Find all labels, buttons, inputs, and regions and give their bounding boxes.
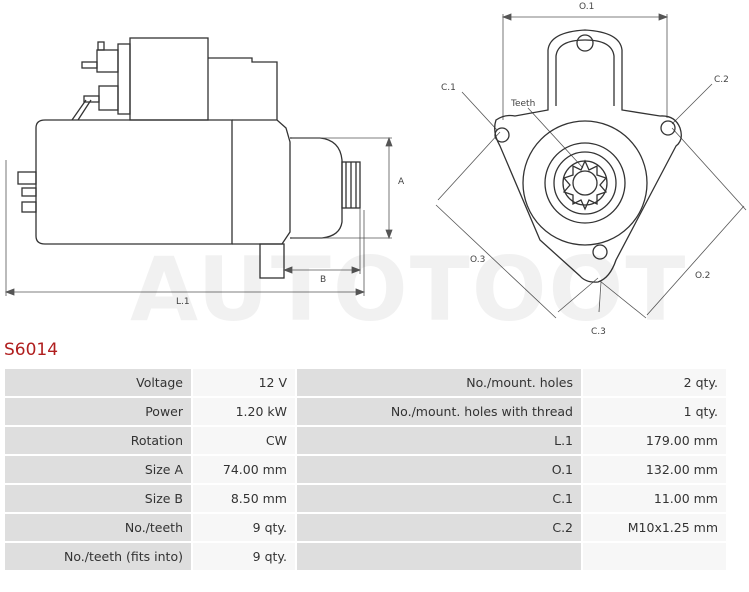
spec-value: CW — [193, 427, 295, 454]
mount-hole-c1 — [494, 127, 510, 143]
spec-value: 1.20 kW — [193, 398, 295, 425]
spec-value: 1 qty. — [583, 398, 726, 425]
label-c3: C.3 — [591, 327, 606, 335]
spec-value: 179.00 mm — [583, 427, 726, 454]
label-l1: L.1 — [176, 297, 190, 307]
spec-label: No./teeth — [5, 514, 191, 541]
spec-value: 2 qty. — [583, 369, 726, 396]
side-view — [17, 37, 361, 279]
spec-label: No./mount. holes — [297, 369, 581, 396]
spec-label: C.2 — [297, 514, 581, 541]
spec-value: 132.00 mm — [583, 456, 726, 483]
spec-label: No./teeth (fits into) — [5, 543, 191, 570]
starter-technical-drawing: O.1 C.1 C.2 Teeth A B L.1 O.2 O.3 C.3 — [4, 2, 747, 335]
front-view — [494, 29, 682, 283]
spec-label: Voltage — [5, 369, 191, 396]
label-o3: O.3 — [470, 255, 485, 265]
spec-label: O.1 — [297, 456, 581, 483]
spec-label: No./mount. holes with thread — [297, 398, 581, 425]
spec-label: Power — [5, 398, 191, 425]
spec-value: M10x1.25 mm — [583, 514, 726, 541]
label-teeth: Teeth — [510, 99, 535, 109]
spec-value — [583, 543, 726, 570]
label-c1: C.1 — [441, 83, 456, 93]
pinion-teeth — [562, 159, 608, 211]
solenoid-body — [129, 37, 209, 121]
spec-label — [297, 543, 581, 570]
spec-value: 8.50 mm — [193, 485, 295, 512]
motor-housing — [35, 119, 233, 245]
spec-value: 9 qty. — [193, 543, 295, 570]
spec-value: 12 V — [193, 369, 295, 396]
part-number: S6014 — [4, 340, 59, 360]
spec-row: No./teeth (fits into)9 qty. — [5, 543, 726, 570]
dimension-lines — [4, 13, 747, 319]
label-b: B — [320, 275, 326, 285]
label-o1: O.1 — [579, 2, 594, 12]
spec-value: 74.00 mm — [193, 456, 295, 483]
spec-value: 11.00 mm — [583, 485, 726, 512]
spec-label: L.1 — [297, 427, 581, 454]
label-c2: C.2 — [714, 75, 729, 85]
mount-hole-c3 — [592, 244, 608, 260]
diagram-labels: O.1 C.1 C.2 Teeth A B L.1 O.2 O.3 C.3 — [176, 2, 729, 335]
mount-hole-c2 — [660, 120, 676, 136]
top-mount-hole — [576, 34, 594, 52]
label-o2: O.2 — [695, 271, 710, 281]
spec-value: 9 qty. — [193, 514, 295, 541]
spec-label: Size B — [5, 485, 191, 512]
flange-outline — [494, 29, 682, 283]
spec-label: Size A — [5, 456, 191, 483]
spec-label: Rotation — [5, 427, 191, 454]
label-a: A — [398, 177, 405, 187]
spec-label: C.1 — [297, 485, 581, 512]
